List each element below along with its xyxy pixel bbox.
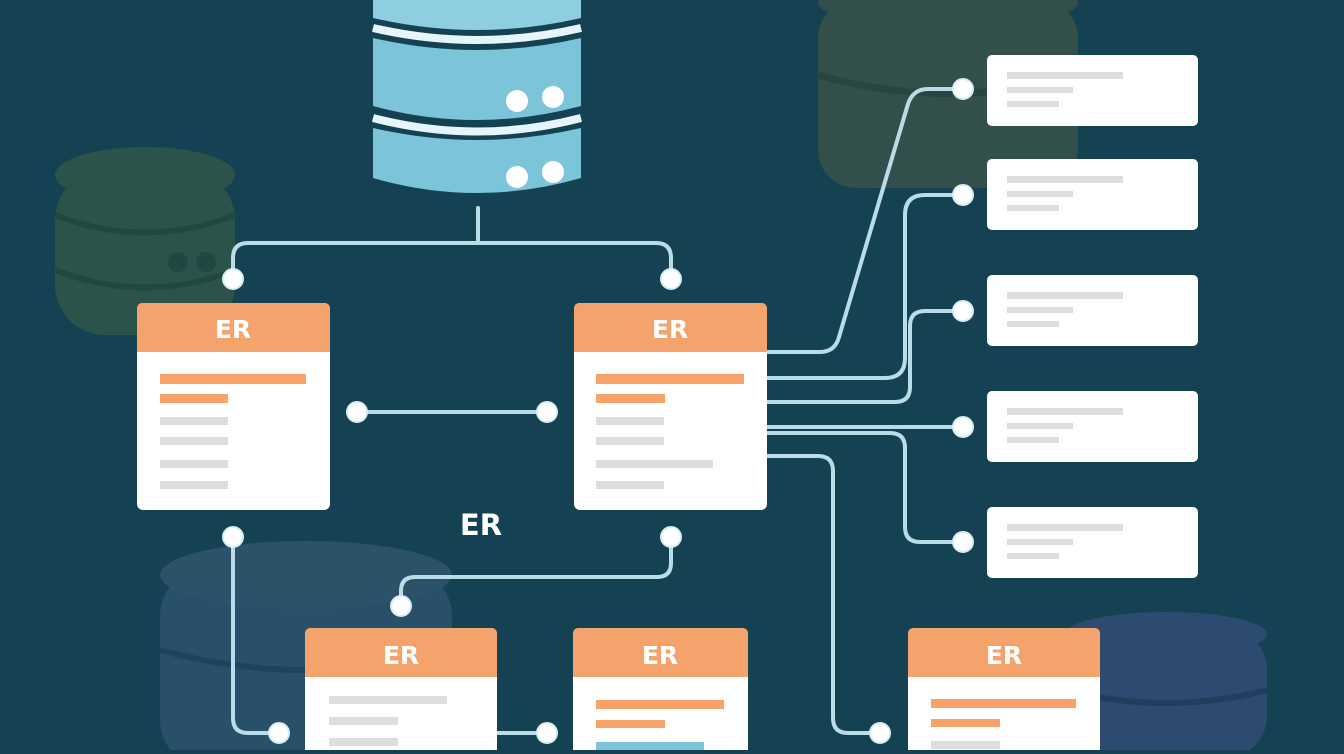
connector-center-to-bottom-right: [766, 454, 882, 735]
connector-dot-icon: [222, 268, 244, 290]
connector-lines: [231, 87, 965, 735]
database-icon-primary: [371, 0, 583, 193]
entity-card-bottom-right[interactable]: ER: [908, 628, 1100, 754]
record-card-icon-4[interactable]: [987, 391, 1198, 462]
connector-dot-icon: [952, 531, 974, 553]
entity-card-bottom-center[interactable]: ER: [573, 628, 748, 754]
entity-card-bottom-left[interactable]: ER: [305, 628, 497, 754]
connector-left-to-bottom-left: [231, 535, 281, 735]
connector-branch-left-right: [231, 241, 673, 280]
entity-title-center: ER: [652, 315, 688, 344]
connector-center-to-record-2: [766, 193, 965, 380]
record-card-icon-1[interactable]: [987, 55, 1198, 126]
connector-dot-icon: [390, 595, 412, 617]
connector-center-to-record-1: [766, 87, 965, 354]
connector-dot-icon: [952, 416, 974, 438]
record-cards: [987, 55, 1198, 578]
connector-dot-icon: [952, 184, 974, 206]
connector-dot-icon: [222, 526, 244, 548]
connector-dot-icon: [660, 526, 682, 548]
database-icon-background-indigo-bottom-right: [1064, 612, 1268, 754]
floating-er-label: ER: [460, 508, 502, 542]
connector-dot-icon: [660, 268, 682, 290]
entity-title-left: ER: [215, 315, 251, 344]
connector-dot-icon: [268, 722, 290, 744]
connector-dot-icon: [952, 300, 974, 322]
database-icon-background-green-left: [53, 147, 237, 335]
connector-dot-icon: [952, 78, 974, 100]
connector-dot-icon: [536, 722, 558, 744]
record-card-icon-3[interactable]: [987, 275, 1198, 346]
connector-dot-icon: [869, 722, 891, 744]
connector-center-to-bottom-left: [399, 535, 673, 608]
connector-dot-icon: [536, 401, 558, 423]
entity-card-center[interactable]: ER: [574, 303, 767, 510]
record-card-icon-5[interactable]: [987, 507, 1198, 578]
entity-title-bottom-left: ER: [383, 641, 419, 670]
record-card-icon-2[interactable]: [987, 159, 1198, 230]
entity-card-left[interactable]: ER: [137, 303, 330, 510]
connector-center-to-record-3: [766, 309, 965, 404]
connector-dot-icon: [346, 401, 368, 423]
entity-title-bottom-right: ER: [986, 641, 1022, 670]
connector-center-to-record-5: [766, 431, 965, 544]
connector-dots: [222, 78, 974, 744]
entity-title-bottom-center: ER: [642, 641, 678, 670]
